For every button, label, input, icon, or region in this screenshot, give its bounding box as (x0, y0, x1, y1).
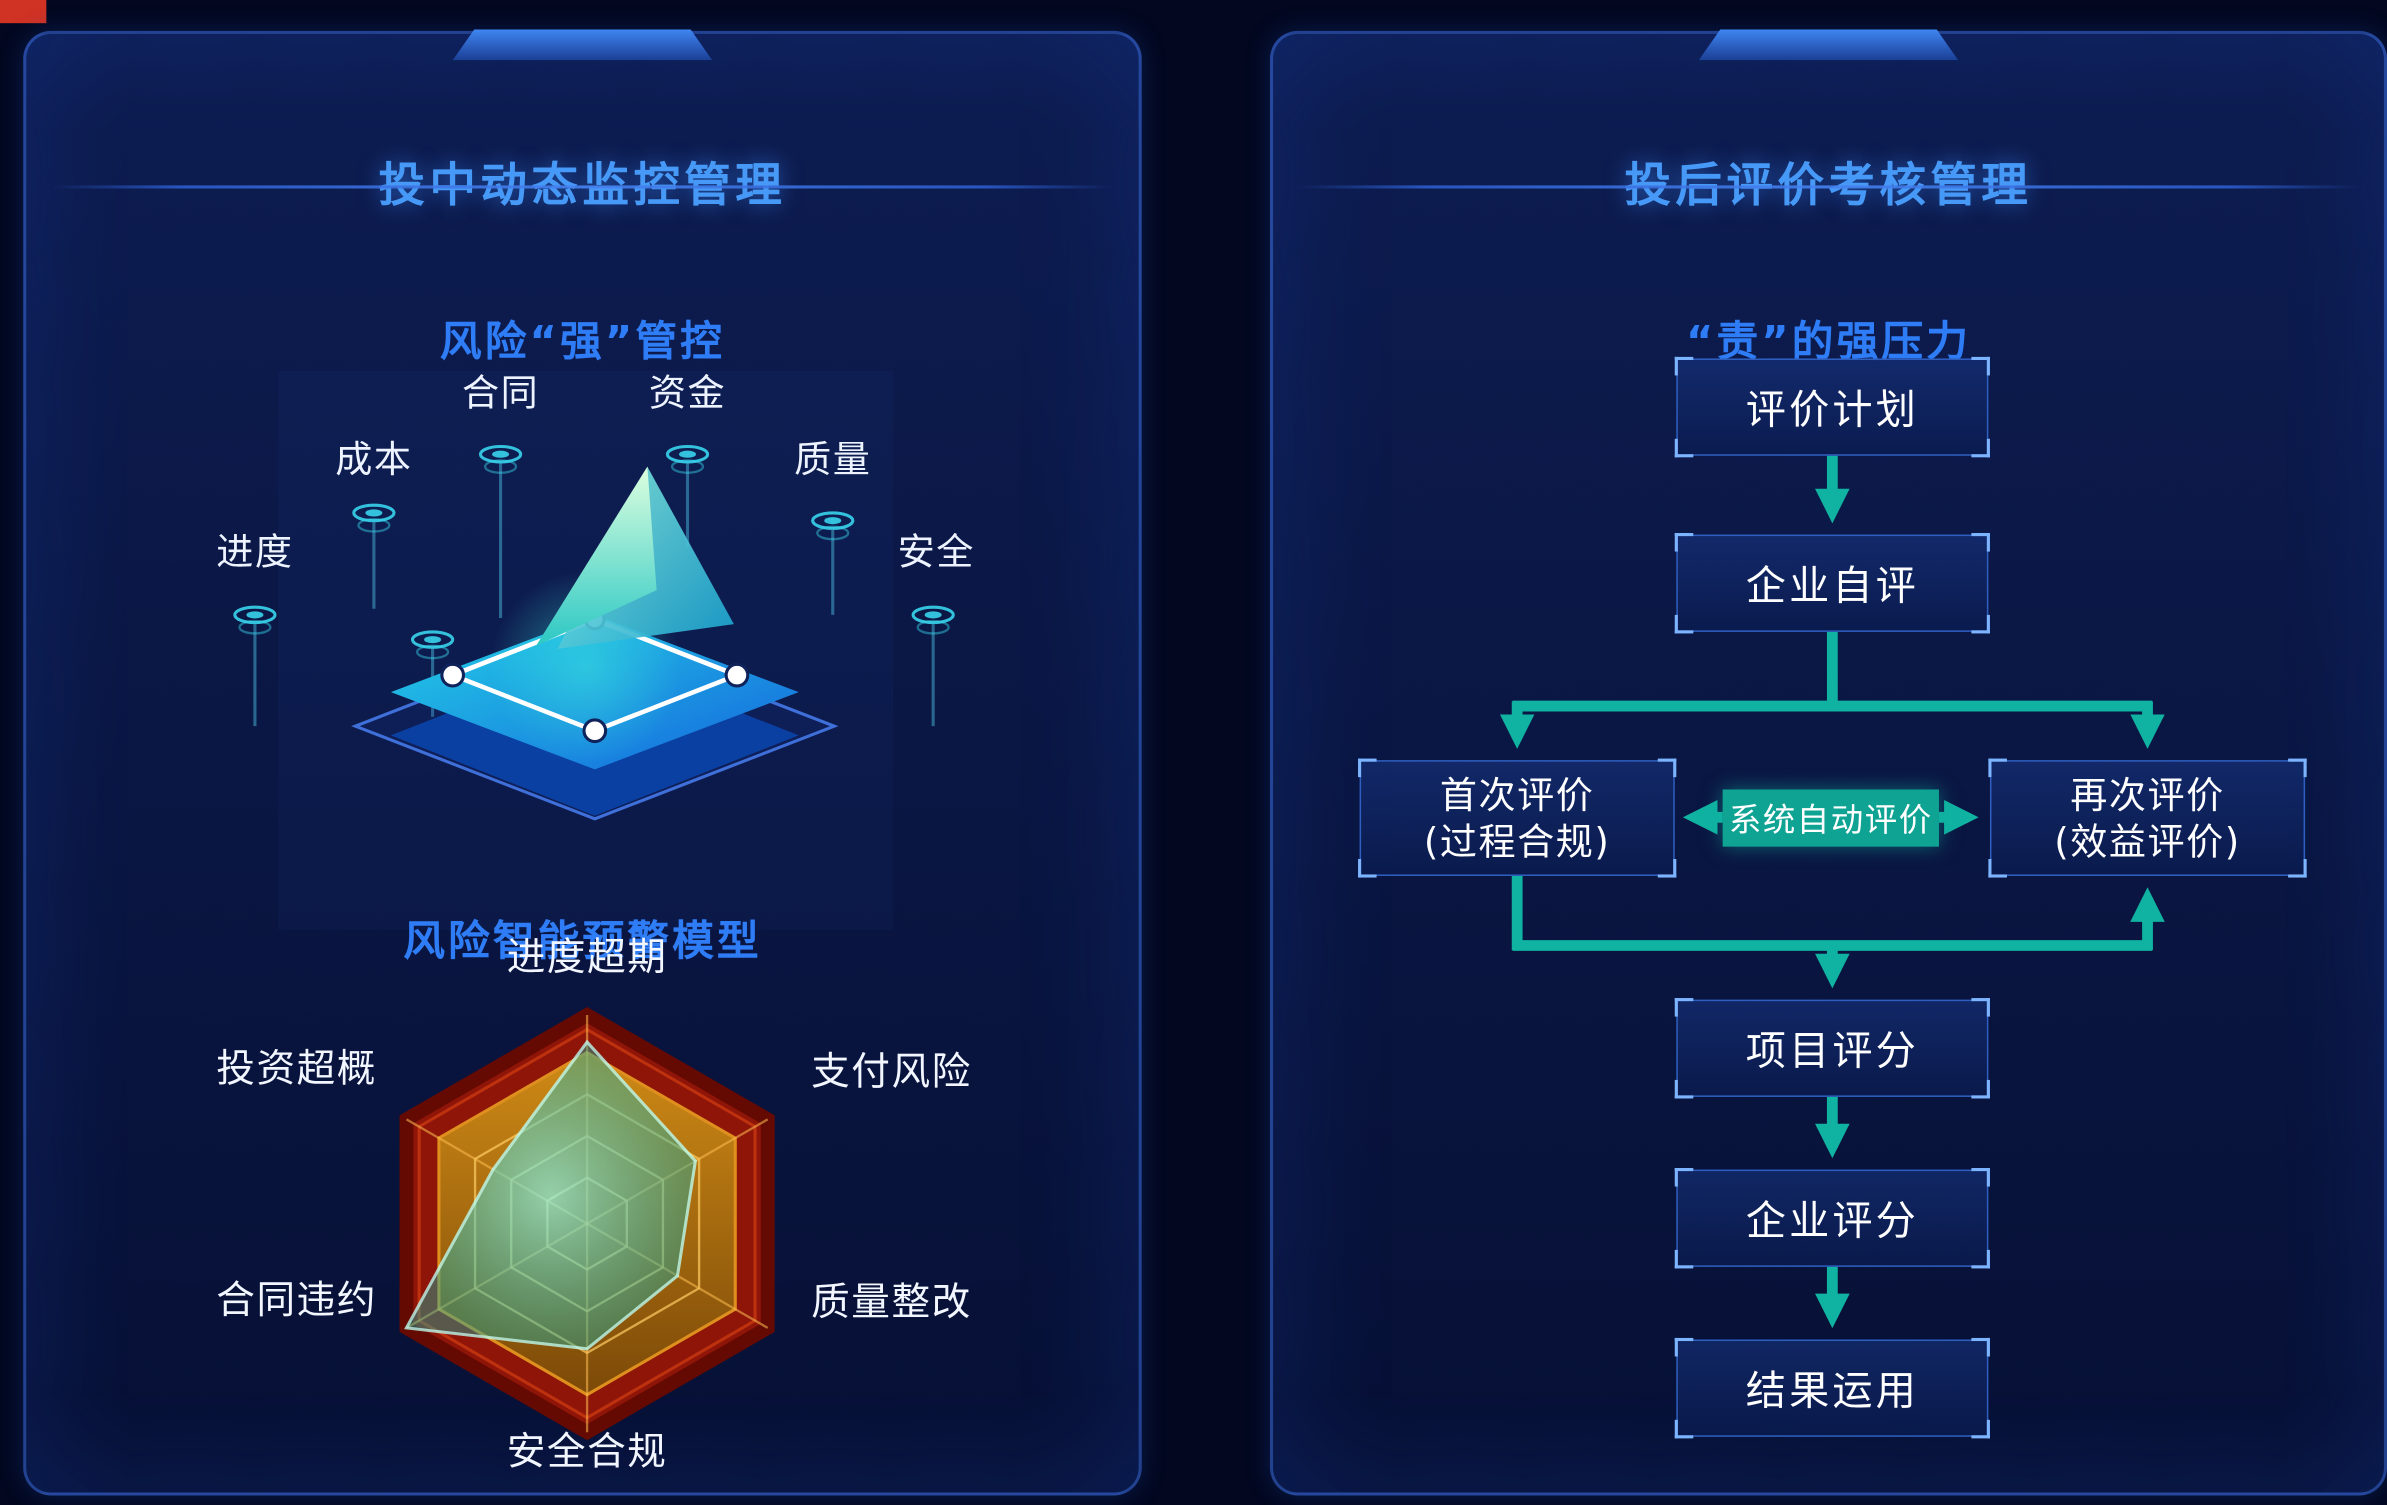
isometric-risk-illustration (233, 444, 955, 821)
evaluation-flowchart: 评价计划 企业自评 首次评价 (过程合规) 系统自动评价 再次评价 (效益评价)… (1273, 34, 2384, 1492)
radar-axis-schedule-overdue: 进度超期 (506, 934, 668, 980)
radar-axis-contract-breach: 合同违约 (216, 1277, 377, 1323)
panel-tab-notch (1698, 29, 1959, 61)
screen-corner-accent (0, 0, 47, 24)
radar-axis-quality-rectify: 质量整改 (811, 1279, 972, 1325)
iso-label-cost: 成本 (335, 438, 413, 482)
panel-title: 投中动态监控管理 (378, 158, 787, 214)
iso-label-contract: 合同 (461, 371, 540, 415)
flow-label: (效益评价) (2054, 819, 2241, 863)
flow-box-re-eval: 再次评价 (效益评价) (1988, 758, 2307, 878)
risk-radar-chart (399, 1007, 775, 1441)
flow-label: 再次评价 (2070, 773, 2225, 817)
flow-label: 项目评分 (1745, 1028, 1919, 1076)
iso-label-quality: 质量 (794, 438, 872, 482)
flow-label: (过程合规) (1423, 819, 1611, 863)
flow-label: 企业评分 (1745, 1198, 1919, 1246)
flow-box-project-score: 项目评分 (1674, 998, 1990, 1099)
paper-plane-graphic (536, 466, 734, 649)
flow-box-auto-eval: 系统自动评价 (1722, 789, 1939, 847)
flow-box-first-eval: 首次评价 (过程合规) (1358, 758, 1677, 878)
title-divider (1297, 185, 2360, 189)
iso-label-funds: 资金 (648, 371, 727, 415)
flow-label: 系统自动评价 (1728, 801, 1933, 839)
flow-label: 结果运用 (1745, 1368, 1919, 1416)
flow-label: 首次评价 (1439, 773, 1595, 817)
radar-model-title: 风险智能预警模型 (403, 917, 762, 966)
radar-axis-payment-risk: 支付风险 (811, 1049, 972, 1094)
radar-axis-over-budget: 投资超概 (216, 1045, 377, 1091)
flow-label: 评价计划 (1745, 387, 1919, 435)
panel-tab-notch (452, 29, 713, 61)
iso-label-safety: 安全 (897, 530, 975, 574)
title-divider (50, 185, 1114, 189)
panel-post-investment-evaluation: 投后评价考核管理 “责”的强压力 (1269, 29, 2387, 1496)
flow-box-result-use: 结果运用 (1674, 1337, 1990, 1439)
flow-box-self-eval: 企业自评 (1674, 533, 1990, 634)
iso-label-progress: 进度 (216, 530, 294, 574)
flow-box-eval-plan: 评价计划 (1674, 356, 1990, 458)
flow-box-enterprise-score: 企业评分 (1674, 1168, 1990, 1269)
panel-mid-investment-monitoring: 投中动态监控管理 风险“强”管控 (23, 29, 1142, 1496)
section-subtitle: 风险“强”管控 (439, 318, 725, 367)
flow-label: 企业自评 (1745, 563, 1919, 611)
flow-arrows (1499, 455, 2165, 1329)
radar-axis-safety-compliance: 安全合规 (506, 1429, 668, 1474)
